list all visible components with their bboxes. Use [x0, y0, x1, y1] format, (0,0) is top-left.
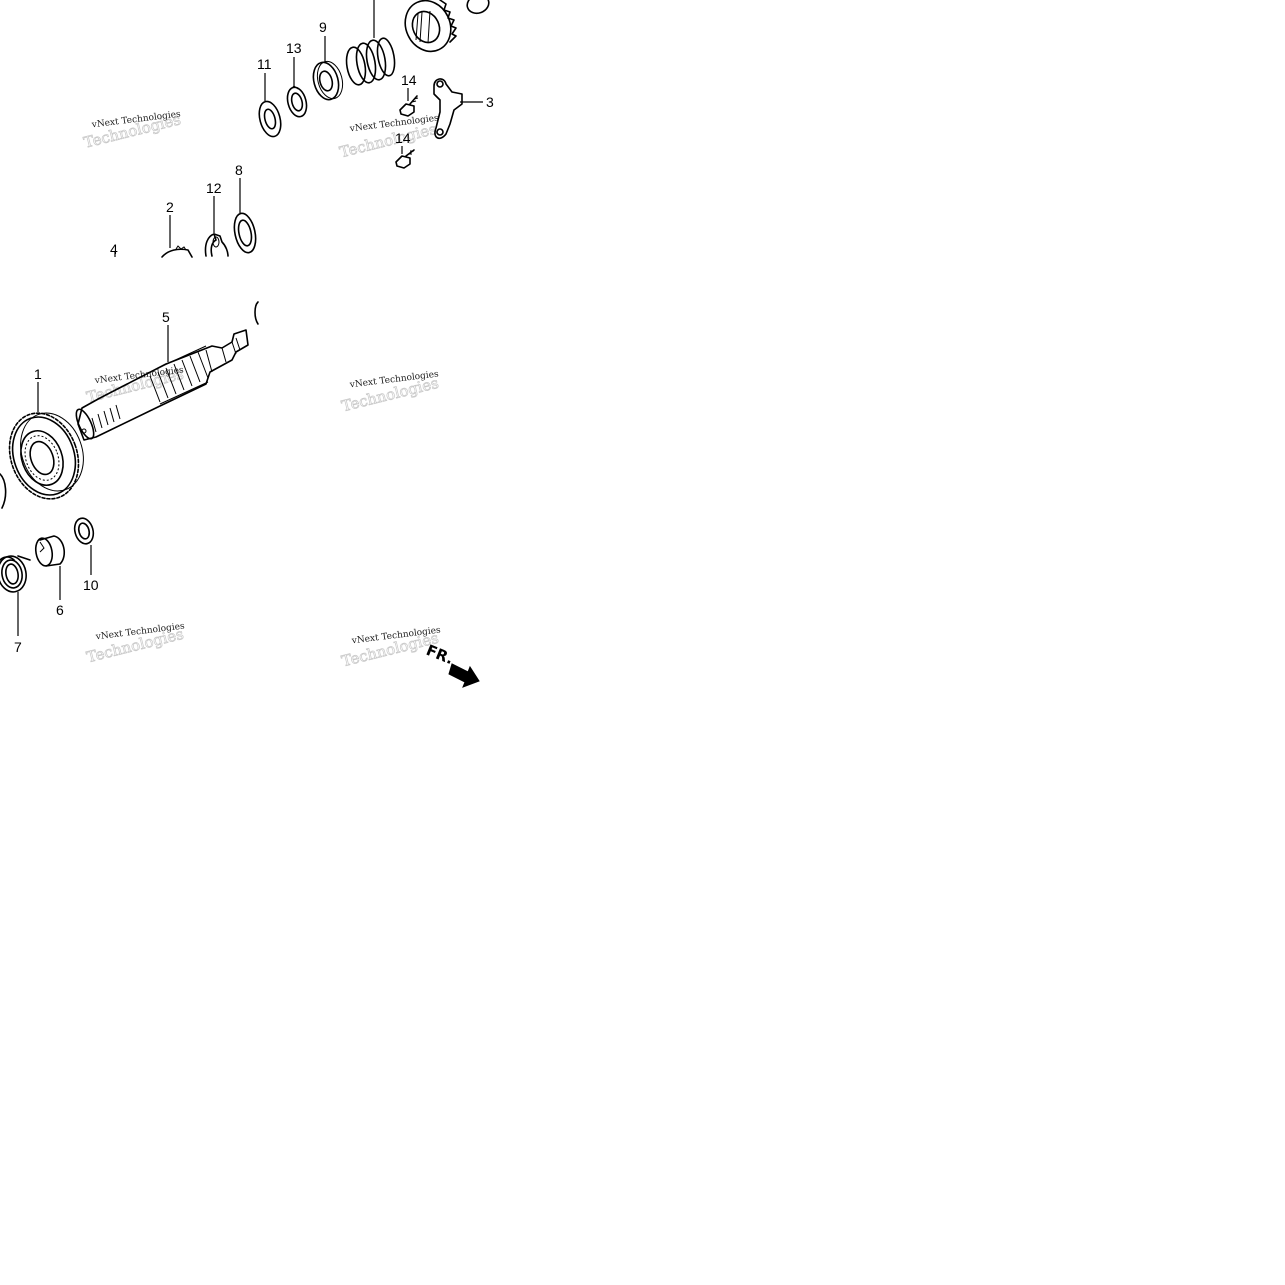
callout-2: 2	[166, 199, 174, 215]
part-7-spring	[0, 555, 31, 593]
callout-14-lower: 14	[395, 130, 411, 146]
front-direction-indicator: FR.	[424, 641, 480, 688]
callout-3: 3	[486, 94, 494, 110]
part-10-washer	[73, 517, 95, 545]
part-9-washer	[312, 60, 344, 101]
part-13-circlip	[286, 85, 308, 118]
front-label: FR.	[424, 641, 457, 668]
watermark-2: Technologies vNext Technologies	[337, 114, 439, 162]
watermark-4: Technologies vNext Technologies	[339, 370, 440, 416]
watermark-3: Technologies vNext Technologies	[84, 364, 185, 406]
callout-13: 13	[286, 40, 302, 56]
callout-7: 7	[14, 639, 22, 655]
part-14-bolt-lower	[395, 149, 415, 169]
front-arrow-icon	[448, 663, 480, 688]
callout-10: 10	[83, 577, 99, 593]
part-6-collar	[34, 535, 66, 567]
callout-4: 4	[110, 241, 118, 257]
callout-8: 8	[235, 162, 243, 178]
part-2-gear	[161, 245, 193, 258]
spring-part	[345, 37, 396, 86]
callout-1: 1	[34, 366, 42, 382]
callout-14-upper: 14	[401, 72, 417, 88]
part-8-washer	[233, 212, 257, 254]
callout-6: 6	[56, 602, 64, 618]
callout-5: 5	[162, 309, 170, 325]
watermark-1: Technologies vNext Technologies	[82, 110, 183, 153]
part-14-bolt-upper	[399, 95, 419, 117]
part-1-gear	[0, 412, 84, 509]
part-11-washer	[258, 100, 282, 138]
part-12-circlip	[204, 233, 229, 257]
watermark-5: Technologies vNext Technologies	[84, 622, 185, 667]
part-5-shaft	[75, 301, 259, 441]
callout-9: 9	[319, 19, 327, 35]
watermark-6: Technologies vNext Technologies	[339, 626, 441, 671]
callout-11: 11	[257, 56, 272, 72]
part-3-bracket	[433, 78, 463, 140]
kick-starter-gear-top	[404, 0, 490, 53]
callout-12: 12	[206, 180, 222, 196]
